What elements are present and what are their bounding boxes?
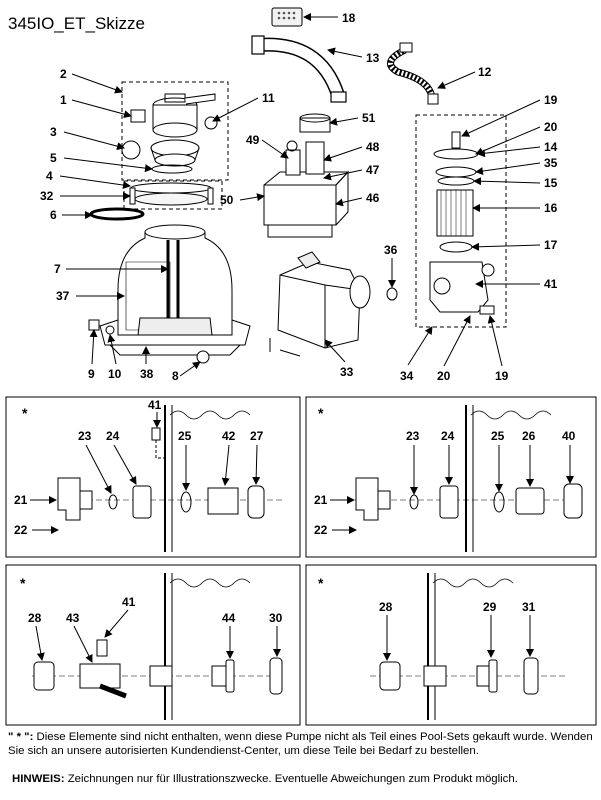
callout-32: 32	[40, 189, 54, 203]
callout-37: 37	[56, 289, 70, 303]
panel-4-star: *	[318, 575, 324, 591]
panel-2-star: *	[318, 405, 324, 421]
panel-3-parts	[32, 573, 283, 720]
p2-callout-23: 23	[406, 429, 420, 443]
callout-4: 4	[46, 169, 53, 183]
valve-group-box	[121, 81, 229, 181]
callout-49: 49	[246, 133, 260, 147]
control-panel-part	[271, 7, 303, 27]
p2-callout-24: 24	[441, 429, 455, 443]
pressure-gauge-part	[121, 140, 141, 160]
p2-callout-25: 25	[491, 429, 505, 443]
callout-47: 47	[366, 163, 380, 177]
p1-callout-25: 25	[178, 429, 192, 443]
pump-o-ring-part	[386, 287, 398, 301]
panel-1-frame	[5, 396, 301, 558]
strainer-housing-part	[429, 131, 495, 315]
exploded-parts-diagram: 18 13 12 2 1 11 51 19 20 3 49 48 14 5 35…	[5, 7, 597, 726]
callout-18: 18	[342, 11, 356, 25]
callout-41: 41	[544, 277, 558, 291]
panel-1-star: *	[22, 405, 28, 421]
callout-12: 12	[478, 65, 492, 79]
callout-48: 48	[366, 140, 380, 154]
callout-36: 36	[384, 243, 398, 257]
p1-callout-42: 42	[222, 429, 236, 443]
hose-elbow-part	[251, 35, 347, 103]
multiport-valve-part	[130, 93, 218, 167]
pump-motor-part	[263, 113, 350, 238]
washer-part	[105, 325, 115, 335]
p3-callout-44: 44	[222, 611, 236, 625]
p1-callout-41: 41	[148, 398, 162, 412]
callout-11: 11	[262, 91, 275, 105]
sand-tank-part	[99, 224, 251, 346]
callout-33: 33	[340, 365, 354, 379]
gasket-part	[89, 207, 145, 221]
panel-3-frame	[5, 564, 301, 726]
callout-9: 9	[88, 367, 95, 381]
callout-20: 20	[544, 120, 558, 134]
p2-callout-22: 22	[314, 523, 328, 537]
note: HINWEIS: Zeichnungen nur für Illustratio…	[12, 773, 597, 785]
callout-6: 6	[50, 208, 57, 222]
p4-callout-29: 29	[483, 600, 497, 614]
callout-3: 3	[50, 125, 57, 139]
p2-callout-26: 26	[522, 429, 536, 443]
callout-14: 14	[544, 140, 558, 154]
panel-4-parts	[370, 573, 565, 720]
callout-8: 8	[172, 369, 179, 383]
nut-part	[88, 319, 100, 331]
braided-hose-part	[387, 42, 439, 105]
callout-34: 34	[400, 369, 414, 383]
note-label: HINWEIS:	[12, 773, 65, 785]
panel-3-star: *	[20, 575, 26, 591]
callout-38: 38	[140, 367, 154, 381]
callout-20-lower: 20	[437, 369, 451, 383]
p1-callout-23: 23	[78, 429, 92, 443]
p1-callout-21: 21	[14, 493, 28, 507]
clamp-part	[129, 182, 214, 206]
p4-callout-28: 28	[379, 600, 393, 614]
p1-callout-24: 24	[106, 429, 120, 443]
strainer-group-box	[415, 114, 507, 328]
motor-housing-part	[269, 251, 371, 357]
p3-callout-30: 30	[269, 611, 283, 625]
panel-1-parts	[57, 405, 282, 552]
callout-17: 17	[544, 238, 558, 252]
callout-51: 51	[362, 111, 376, 125]
callout-2: 2	[60, 67, 67, 81]
callout-19: 19	[544, 93, 558, 107]
callout-50: 50	[220, 193, 234, 207]
callout-5: 5	[50, 151, 57, 165]
p3-callout-28: 28	[28, 611, 42, 625]
drain-cap-part	[196, 350, 210, 364]
tank-base-part	[109, 344, 241, 356]
p2-callout-40: 40	[562, 429, 576, 443]
diagram-title: 345IO_ET_Skizze	[8, 14, 146, 33]
p3-callout-43: 43	[66, 611, 80, 625]
panel-2-parts	[355, 405, 583, 552]
callout-35: 35	[544, 156, 558, 170]
callout-46: 46	[366, 191, 380, 205]
p4-callout-31: 31	[522, 600, 536, 614]
footnote: " * ": Diese Elemente sind nicht enthalt…	[8, 730, 598, 758]
note-text: Zeichnungen nur für Illustrationszwecke.…	[64, 773, 518, 785]
footnote-text: Diese Elemente sind nicht enthalten, wen…	[8, 731, 593, 757]
callout-19-lower: 19	[495, 369, 509, 383]
callout-10: 10	[108, 367, 122, 381]
p1-callout-27: 27	[250, 429, 264, 443]
callout-7: 7	[54, 262, 61, 276]
callout-13: 13	[366, 51, 380, 65]
callout-16: 16	[544, 201, 558, 215]
callout-1: 1	[60, 93, 67, 107]
p3-callout-41: 41	[122, 595, 136, 609]
panel-4-frame	[305, 564, 597, 726]
callout-15: 15	[544, 176, 558, 190]
panel-2-frame	[305, 396, 597, 558]
p1-callout-22: 22	[14, 523, 28, 537]
footnote-marker: " * ":	[8, 731, 34, 743]
p2-callout-21: 21	[314, 493, 328, 507]
